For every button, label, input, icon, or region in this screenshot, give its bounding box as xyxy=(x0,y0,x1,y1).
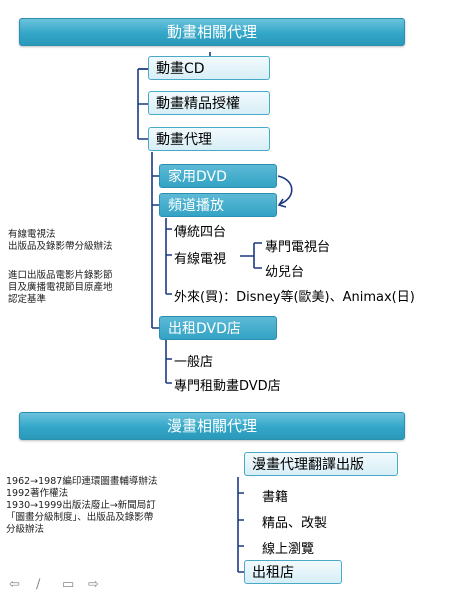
traditional-tv-label: 傳統四台 xyxy=(174,225,227,240)
online-reading-label: 線上瀏覽 xyxy=(262,542,315,557)
anime-dvd-rental-label: 專門租動畫DVD店 xyxy=(174,379,281,394)
anime-merch-license-node: 動畫精品授權 xyxy=(148,91,270,115)
anime-agency-banner: 動畫相關代理 xyxy=(19,18,405,46)
general-store-label: 一般店 xyxy=(174,355,214,370)
history-note-5: 分級辦法 xyxy=(6,524,45,535)
anime-cd-node: 動畫CD xyxy=(148,56,270,80)
history-note-1: 1962→1987編印連環圖畫輔導辦法 xyxy=(6,476,158,487)
home-dvd-node: 家用DVD xyxy=(159,164,277,188)
history-note-3: 1930→1999出版法廢止→新聞局訂 xyxy=(6,500,156,511)
channel-broadcast-node: 頻道播放 xyxy=(159,193,277,217)
arrow-right-icon[interactable]: ⇨ xyxy=(88,577,99,592)
kids-channel-label: 幼兒台 xyxy=(265,265,305,280)
history-note-2: 1992著作權法 xyxy=(6,488,69,499)
law-note-1: 有線電視法 xyxy=(8,229,56,240)
comic-rental-node: 出租店 xyxy=(244,560,342,584)
history-note-4: 「圖畫分級制度」、出版品及錄影帶 xyxy=(6,512,154,523)
anime-agency-node: 動畫代理 xyxy=(148,127,270,151)
rental-dvd-store-node: 出租DVD店 xyxy=(159,316,277,340)
law-note-3: 進口出版品電影片錄影節 xyxy=(8,270,113,281)
comic-translation-node: 漫畫代理翻譯出版 xyxy=(244,452,398,476)
foreign-channels-label: 外來(買)：Disney等(歐美)、Animax(日) xyxy=(174,290,415,305)
pen-icon[interactable]: ∕ xyxy=(36,577,41,592)
slide-icon[interactable]: ▭ xyxy=(62,577,75,592)
books-label: 書籍 xyxy=(262,490,289,505)
goods-label: 精品、改製 xyxy=(262,516,328,531)
dedicated-channel-label: 專門電視台 xyxy=(265,240,331,255)
law-note-5: 認定基準 xyxy=(8,294,47,305)
cable-tv-label: 有線電視 xyxy=(174,252,227,267)
law-note-4: 目及廣播電視節目原產地 xyxy=(8,282,113,293)
comic-agency-banner: 漫畫相關代理 xyxy=(19,412,405,440)
law-note-2: 出版品及錄影帶分級辦法 xyxy=(8,241,113,252)
arrow-left-icon[interactable]: ⇦ xyxy=(9,577,20,592)
